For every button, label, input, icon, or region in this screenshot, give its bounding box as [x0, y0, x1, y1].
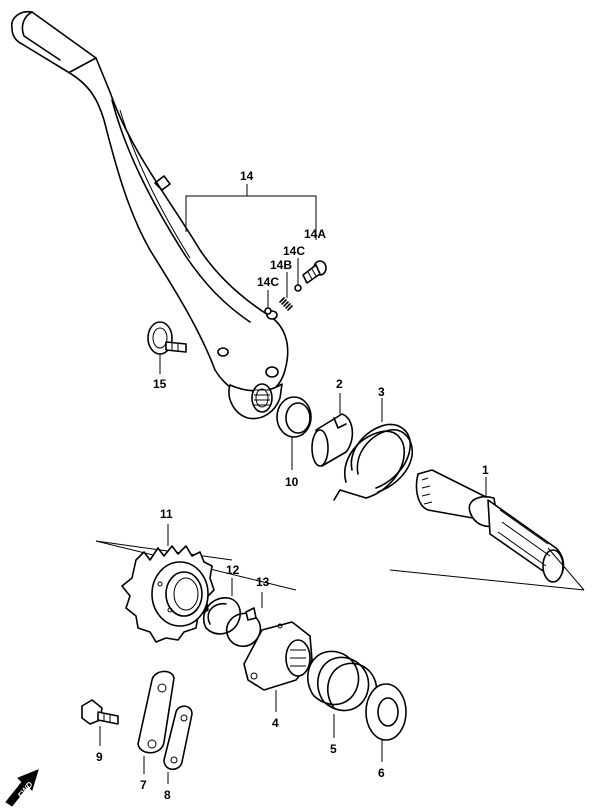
- part-5-spring: [306, 650, 378, 738]
- callout-9: 9: [96, 750, 103, 764]
- part-8-plate: [163, 705, 193, 784]
- callout-14c-upper: 14C: [283, 244, 305, 258]
- part-11-gear: [121, 524, 215, 643]
- part-2-bushing: [311, 393, 354, 467]
- callout-3: 3: [378, 385, 385, 399]
- callout-12: 12: [226, 563, 240, 577]
- kick-lever: [10, 10, 289, 420]
- callout-11: 11: [160, 507, 173, 521]
- part-14a-bolt: [302, 260, 327, 284]
- part-7-plate: [137, 670, 175, 774]
- callout-15: 15: [153, 377, 167, 391]
- callout-14c-lower: 14C: [257, 275, 279, 289]
- part-4-guide: [243, 621, 313, 712]
- part-9-bolt: [81, 699, 119, 746]
- callout-7: 7: [140, 778, 147, 792]
- callout-13: 13: [256, 575, 270, 589]
- callout-5: 5: [330, 742, 337, 756]
- part-1-shaft: [415, 469, 565, 583]
- callout-8: 8: [164, 788, 171, 802]
- callout-6: 6: [378, 766, 385, 780]
- callout-14b: 14B: [270, 258, 292, 272]
- part-13-clip: [225, 592, 263, 648]
- callout-14a: 14A: [304, 227, 326, 241]
- part-14c-ball-lower: [264, 290, 272, 315]
- fwd-arrow-icon: FWD: [5, 769, 39, 807]
- part-12-circlip: [203, 578, 241, 635]
- part-15-bolt: [147, 321, 187, 374]
- part-14b-spring: [279, 272, 293, 311]
- callout-10: 10: [285, 475, 299, 489]
- assembly-axis: [95, 540, 585, 591]
- callout-1: 1: [482, 463, 489, 477]
- part-6-washer: [365, 683, 407, 762]
- callout-4: 4: [272, 716, 279, 730]
- part-14c-ball-upper: [294, 258, 302, 292]
- callout-14: 14: [240, 169, 254, 183]
- part-10-seal: [276, 396, 312, 470]
- part-3-spring: [333, 398, 414, 501]
- callout-2: 2: [336, 377, 343, 391]
- callout-14-bracket: [185, 184, 317, 240]
